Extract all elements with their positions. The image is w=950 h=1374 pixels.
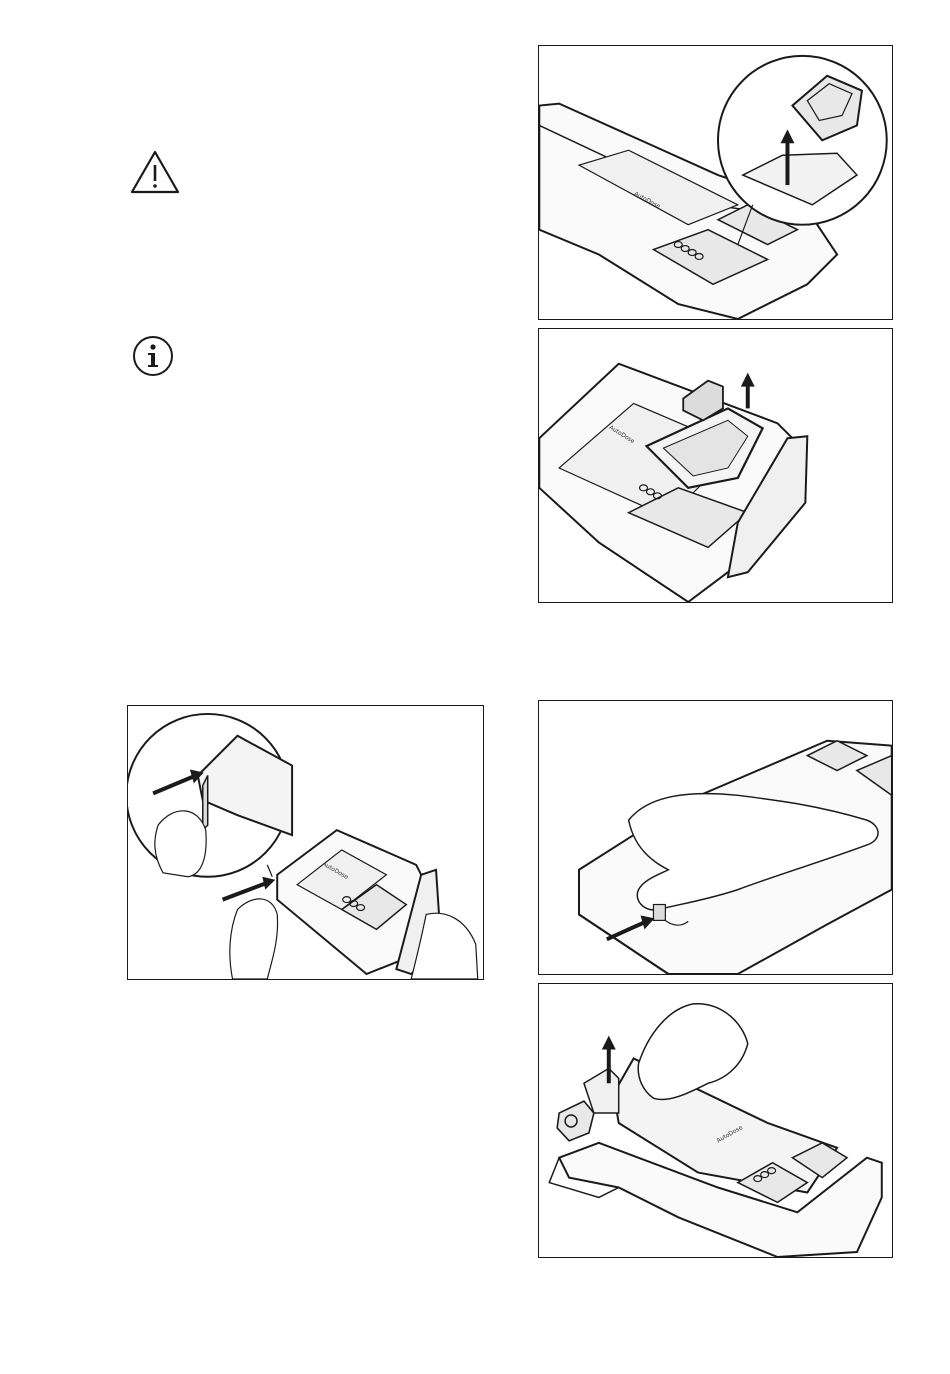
figure-drawer-insert-removal: AutoDose [538,45,893,320]
figure-press-release-lever: AutoDose [127,705,484,980]
info-circle-icon [132,335,174,377]
figure-lift-drawer-cover: AutoDose [538,983,893,1258]
warning-triangle-icon [130,150,180,194]
figure-drawer-lift-compartment: AutoDose [538,328,893,603]
figure-press-drawer-latch [538,700,893,975]
